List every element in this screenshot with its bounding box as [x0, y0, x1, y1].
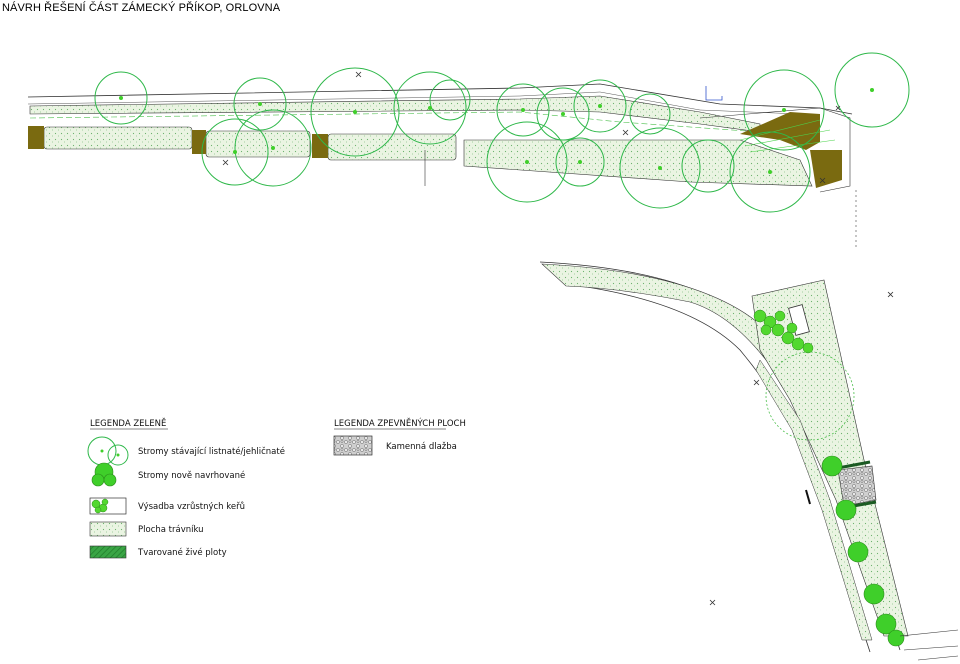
legend-paved: LEGENDA ZPEVNĚNÝCH PLOCH Kamenná dlažba — [333, 417, 466, 456]
inner-lawn-strip — [755, 359, 873, 641]
drawing-title: NÁVRH ŘEŠENÍ ČÁST ZÁMECKÝ PŘÍKOP, ORLOVN… — [2, 2, 281, 14]
olive-block-3 — [312, 134, 328, 158]
tree-centers — [119, 88, 874, 174]
lawn-bed-1 — [43, 126, 193, 150]
lawn-bed-2 — [205, 130, 311, 158]
olive-block-1 — [28, 126, 44, 149]
legend-paved-item-1: Kamenná dlažba — [386, 442, 457, 452]
hedge-icon — [89, 545, 127, 559]
legend-green-item-4: Plocha trávníku — [138, 525, 204, 535]
lower-street-plan — [539, 261, 959, 661]
curved-lawn-band — [541, 263, 767, 362]
shrub-planting-icon — [89, 497, 127, 515]
legend-green-heading: LEGENDA ZELENĚ — [90, 417, 166, 429]
x-markers-upper — [222, 71, 841, 184]
x-markers-lower — [709, 291, 894, 606]
legend-green: LEGENDA ZELENĚ Stromy stávající listnaté… — [87, 417, 285, 559]
lawn-bed-3 — [327, 133, 457, 161]
legend-green-item-1: Stromy stávající listnaté/jehličnaté — [138, 446, 285, 457]
legend-green-item-2: Stromy nově navrhované — [138, 470, 245, 481]
existing-trees-upper — [94, 52, 910, 213]
upper-street-plan — [27, 52, 910, 250]
shrub-cluster — [753, 309, 814, 354]
new-trees-lower — [821, 455, 905, 647]
lawn-area-icon — [89, 521, 127, 537]
new-tree-icon — [91, 462, 117, 487]
legend-paved-heading: LEGENDA ZPEVNĚNÝCH PLOCH — [334, 417, 466, 429]
olive-block-5 — [810, 150, 842, 188]
olive-block-4 — [740, 112, 820, 150]
stone-paving-icon — [333, 435, 373, 456]
stone-paving-area — [837, 465, 877, 507]
lawn-bed-4 — [463, 139, 813, 187]
legend-green-item-3: Výsadba vzrůstných keřů — [138, 501, 245, 512]
existing-tree-icon — [87, 436, 129, 466]
legend-green-item-5: Tvarované živé ploty — [137, 547, 227, 558]
street-outline — [27, 83, 853, 115]
